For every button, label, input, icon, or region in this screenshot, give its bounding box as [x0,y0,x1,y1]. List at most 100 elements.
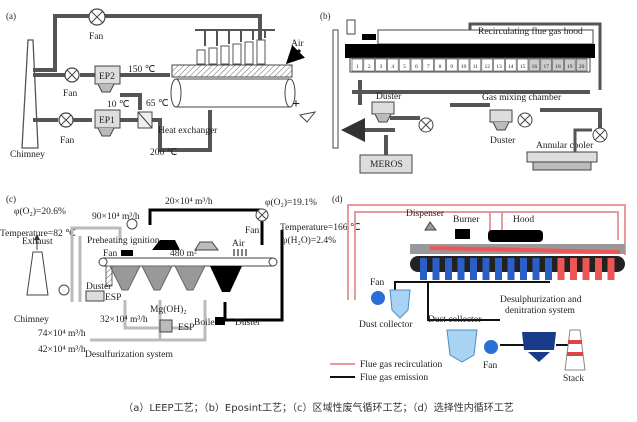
c-flow-20: 20×10⁴ m³/h [165,197,213,207]
wind-box [363,58,375,72]
duct-200 [150,110,212,152]
strand-a [170,29,296,108]
d-windbox [595,258,602,280]
d-windbox [420,258,427,280]
wind-box-number: 13 [496,64,502,70]
panel-d: (d) Dispenser Burner Hood Fan Dust colle… [330,194,626,384]
d-desulf-label: Desulphurization and [500,295,582,305]
c-strand [102,257,274,267]
duct-ep-link [120,93,142,110]
duster-b2 [489,109,513,123]
d-windbox [532,258,540,280]
wind-box-number: 7 [427,64,430,70]
d-hood [488,230,543,242]
wind-box-number: 6 [415,64,418,70]
ep1-label: EP1 [99,116,115,126]
wind-box [351,58,364,72]
d-windbox [482,258,490,280]
d-windboxes [420,258,615,280]
c-esp1-label: ESP [105,293,121,303]
d-fan2 [484,340,498,354]
d-recirc-line [347,204,626,300]
c-hopper-3 [174,265,206,291]
d-hood-label: Hood [513,215,534,225]
c-duster-right-label: Duster [235,318,261,328]
panel-c: (c) φ(O₂)=20.6% 90×10⁴ m³/h Temperature=… [0,194,361,360]
chimney-a-label: Chimney [10,150,45,160]
wind-box [434,58,446,72]
wind-box [469,58,482,72]
d-denitration-label: denitration system [505,306,576,316]
d-burner-label: Burner [453,215,480,225]
annular-cooler [526,151,598,163]
c-flow-90: 90×10⁴ m³/h [92,212,140,222]
c-area-label: 480 m² [170,249,197,259]
temp-150: 150 ℃ [128,65,156,75]
temp-65: 65 ℃ [146,99,169,109]
c-duct-grey-bottom [90,300,207,342]
fan-mid-a-label: Fan [63,89,78,99]
wind-box-number: 4 [391,64,394,70]
wind-box-number: 18 [555,64,561,70]
temp-10: 10 ℃ [107,100,130,110]
c-esp2-label: ESP [178,323,194,333]
wind-box-number: 9 [450,64,453,70]
c-chimney [26,251,49,296]
c-fan-inner-label: Fan [103,249,118,259]
duct-b-mix2 [540,108,602,130]
meros-label: MEROS [370,160,403,170]
wind-box-number: 15 [520,64,526,70]
panel-a-tag: (a) [6,11,16,21]
wind-box [528,58,541,72]
d-dust-collector2 [446,329,478,363]
c-flow-32: 32×10⁴ m³/h [100,315,148,325]
wind-box-number: 12 [484,64,490,70]
wind-box-number: 10 [461,64,467,70]
d-windbox [570,258,577,280]
gas-mixing-label: Gas mixing chamber [482,93,562,103]
panel-c-tag: (c) [6,194,16,204]
wind-box [387,58,399,72]
c-burner-hood [152,240,180,250]
wind-box [481,58,493,72]
c-hopper-1 [109,265,141,291]
c-hopper-4 [210,266,242,292]
c-fan-right-label: Fan [245,226,260,236]
wind-box [575,58,588,72]
panel-a: (a) Chimney Fan Fan Fan [6,8,317,160]
d-dust-collector2-label: Dust collector [428,315,482,325]
wind-box [540,58,552,72]
d-fan1 [371,291,385,305]
panel-d-tag: (d) [332,194,343,204]
d-stack-label: Stack [563,374,584,384]
d-windbox [520,258,527,280]
wind-box [457,58,470,72]
c-chimney-label: Chimney [14,315,49,325]
d-strand-chain [410,256,625,272]
c-o2-left: φ(O₂)=20.6% [14,206,66,217]
c-hopper-2 [141,265,173,291]
duster-b2-label: Duster [490,136,516,146]
wind-box-number: 17 [543,64,549,70]
c-duct-grey-left [70,226,122,302]
d-windbox [545,258,552,280]
d-windbox [470,258,477,280]
wind-box [422,58,434,72]
fan-bottom-a-label: Fan [60,136,75,146]
ep2-label: EP2 [99,72,115,82]
c-duct-black-right [223,230,284,322]
wind-box [505,58,517,72]
c-duct-black-top [148,208,264,245]
wind-box [552,58,564,72]
d-stack [564,329,586,371]
wind-box-number: 8 [439,64,442,70]
figure-caption: （a）LEEP工艺；（b）Eposint工艺；（c）区域性废气循环工艺；（d）选… [123,403,514,414]
d-fan2-label: Fan [483,361,498,371]
wind-box [516,58,529,72]
d-burner [455,229,470,239]
wind-box [398,58,411,72]
plus-sign: + [292,97,300,112]
temp-200: 200 ℃ [150,148,178,158]
c-o2-right: φ(O₂)=19.1% [265,197,317,208]
